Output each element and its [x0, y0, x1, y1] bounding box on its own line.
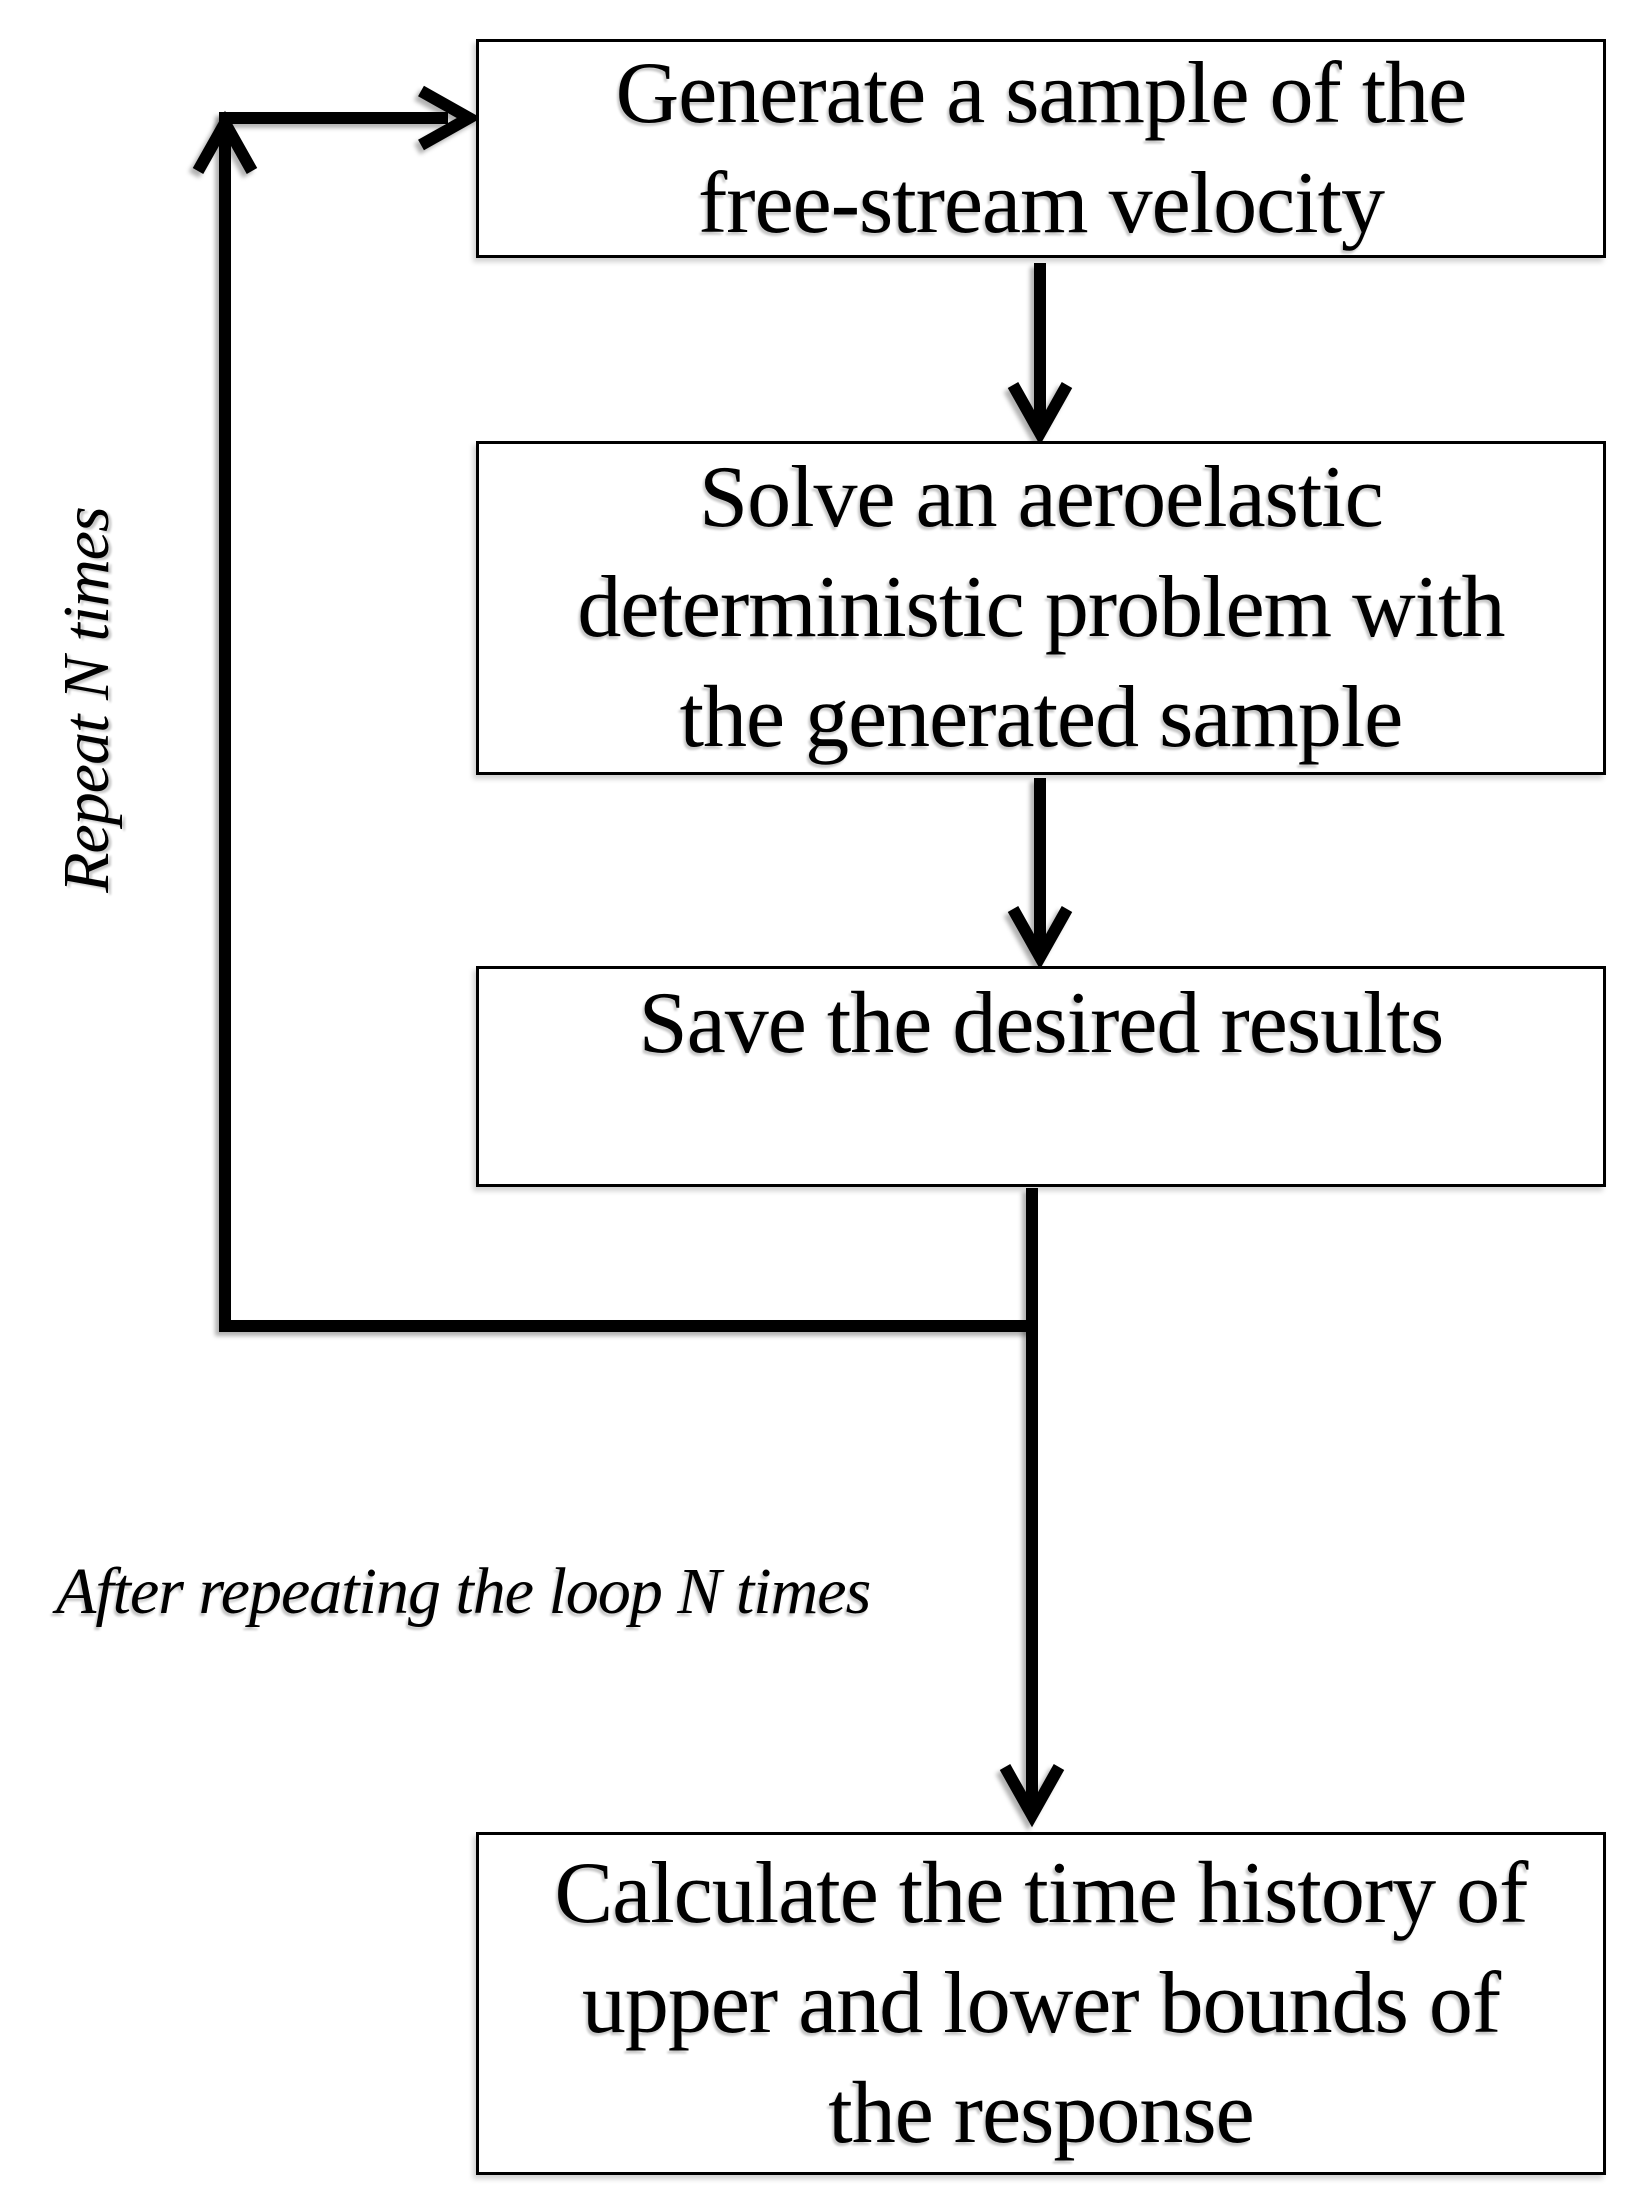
- loop-return-arrow: [192, 85, 1038, 1332]
- down-arrowhead-icon: [999, 1764, 1065, 1828]
- down-arrowhead-icon: [1007, 382, 1073, 446]
- loop-right-arrowhead-icon: [418, 85, 482, 151]
- box-text-line: free-stream velocity: [697, 154, 1385, 252]
- box-text-line: the generated sample: [679, 669, 1404, 766]
- box-solve-problem: Solve an aeroelastic deterministic probl…: [476, 441, 1606, 775]
- label-repeat-n-times: Repeat N times: [50, 507, 123, 893]
- box-save-results: Save the desired results: [476, 966, 1606, 1187]
- loop-return-line: [219, 122, 1038, 1332]
- arrow-generate-to-solve: [1007, 263, 1073, 446]
- box-text-line: upper and lower bounds of: [581, 1954, 1501, 2052]
- box-text-line: Calculate the time history of: [554, 1844, 1529, 1942]
- box-calculate-bounds: Calculate the time history of upper and …: [476, 1832, 1606, 2175]
- arrow-solve-to-save: [1007, 778, 1073, 970]
- arrow-save-to-calculate: [999, 1188, 1065, 1828]
- box-generate-sample: Generate a sample of the free-stream vel…: [476, 39, 1606, 258]
- label-after-repeating-loop: After repeating the loop N times: [56, 1555, 871, 1628]
- box-text-line: the response: [828, 2064, 1254, 2162]
- box-text-line: deterministic problem with: [577, 559, 1505, 656]
- box-text-line: Solve an aeroelastic: [699, 449, 1384, 546]
- box-text-line: Generate a sample of the: [615, 44, 1468, 142]
- down-arrowhead-icon: [1007, 906, 1073, 970]
- box-text-line: Save the desired results: [638, 975, 1444, 1072]
